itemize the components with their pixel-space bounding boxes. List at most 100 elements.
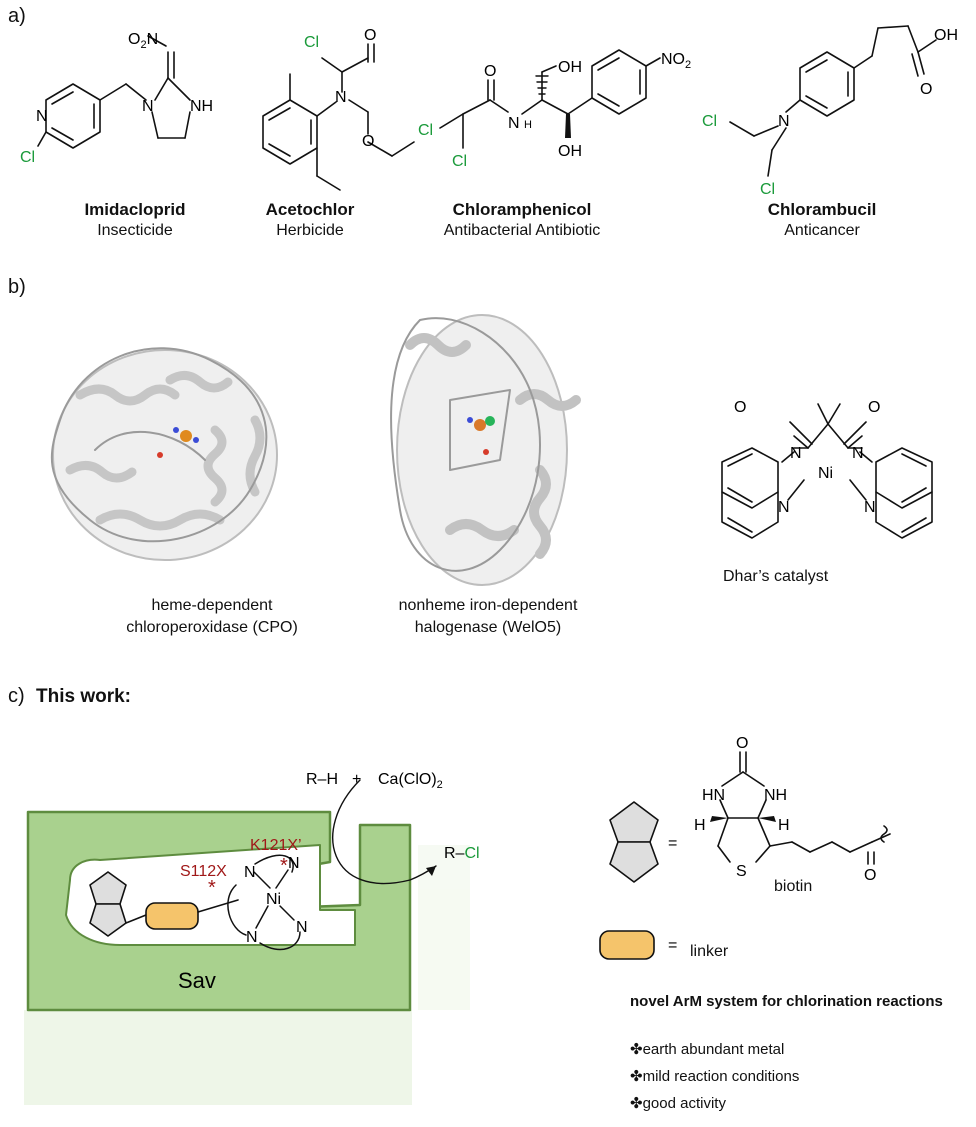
compound-use-chlorambucil: Anticancer: [784, 222, 860, 239]
wedge-oh-chlor: [565, 114, 571, 138]
enzyme-welo5-line2: halogenase (WelO5): [414, 619, 562, 636]
atom-n-dhar-4: N: [864, 499, 876, 516]
rcl-r: R–: [444, 845, 465, 862]
bullet-good-activity: ✤good activity: [630, 1095, 726, 1112]
biotin-label: biotin: [774, 878, 813, 895]
structure-chloramphenicol: [439, 49, 661, 149]
enzyme-caption-welo5: nonheme iron-dependent halogenase (WelO5…: [358, 595, 618, 639]
caclo-sub: 2: [437, 779, 443, 791]
atom-o-chlor: O: [484, 63, 496, 80]
atom-o-biotin-amide: O: [864, 867, 876, 884]
atom-n-chlor: N: [508, 115, 520, 132]
mutation-s112x: S112X: [180, 863, 227, 880]
biotin-legend-symbol: [609, 801, 659, 883]
enzyme-welo5-line1: nonheme iron-dependent: [398, 597, 578, 614]
linker-legend-symbol: [599, 930, 655, 960]
reaction-plus: +: [352, 771, 361, 788]
atom-ni-sav: Ni: [266, 891, 281, 908]
atom-oh-chlor-1: OH: [558, 59, 582, 76]
atom-o-dhar-1: O: [734, 399, 746, 416]
bullet-earth-abundant: ✤earth abundant metal: [630, 1041, 785, 1058]
sav-shadow-reflection: [24, 845, 470, 1105]
atom-cl-chlorambucil-1: Cl: [702, 113, 717, 130]
atom-nh-biotin: NH: [764, 787, 787, 804]
atom-oh-chlorambucil: OH: [934, 27, 958, 44]
no2-text: NO: [661, 51, 685, 68]
atom-o-biotin-carbonyl: O: [736, 735, 748, 752]
atom-n-sav-4: N: [296, 919, 308, 936]
atom-n-imid-1: N: [142, 98, 154, 115]
mutation-k121x: K121X’: [250, 837, 302, 854]
atom-hn-biotin: HN: [702, 787, 725, 804]
atom-o-acet-ether: O: [362, 133, 374, 150]
atom-n-sav-2: N: [288, 855, 300, 872]
compound-name-chlorambucil: Chlorambucil: [767, 200, 877, 219]
atom-cl-imid: Cl: [20, 149, 35, 166]
linker-bond-left: [125, 914, 147, 924]
atom-n-dhar-2: N: [852, 445, 864, 462]
atom-n-sav-3: N: [246, 929, 258, 946]
biotin-wedge-h-2: [758, 816, 776, 822]
atom-h-biotin-2: H: [778, 817, 790, 834]
atom-s-biotin: S: [736, 863, 747, 880]
catalyst-label: Dhar’s catalyst: [723, 568, 829, 585]
o2n-n: N: [147, 31, 159, 48]
compound-name-imidacloprid: Imidacloprid: [84, 200, 186, 219]
atom-o-acet-carbonyl: O: [364, 27, 376, 44]
enzyme-cpo-line1: heme-dependent: [151, 597, 273, 614]
compound-use-chloramphenicol: Antibacterial Antibiotic: [443, 222, 601, 239]
atom-n-dhar-3: N: [778, 499, 790, 516]
panel-label-c: c): [8, 685, 25, 707]
atom-h-biotin-1: H: [694, 817, 706, 834]
product-rcl: R–Cl: [444, 845, 480, 862]
reaction-arrow: [332, 779, 437, 885]
rcl-cl: Cl: [464, 845, 479, 862]
linker-cartoon: [145, 902, 199, 930]
linker-label: linker: [690, 943, 729, 960]
sav-label: Sav: [178, 968, 216, 993]
o2n-o: O: [128, 31, 140, 48]
enzyme-caption-cpo: heme-dependent chloroperoxidase (CPO): [82, 595, 342, 639]
atom-nh-imid: NH: [190, 98, 213, 115]
biotin-cartoon: [89, 871, 127, 937]
reactant-caclo2: Ca(ClO)2: [378, 771, 443, 791]
biotin-structure: [717, 751, 891, 865]
atom-n-chlorambucil: N: [778, 113, 790, 130]
binding-pocket: [65, 844, 356, 946]
compound-name-chloramphenicol: Chloramphenicol: [452, 200, 592, 219]
compound-use-acetochlor: Herbicide: [276, 222, 344, 239]
mutation-star-2: *: [280, 855, 288, 877]
o2n-sub: 2: [140, 39, 146, 51]
caclo-text: Ca(ClO): [378, 771, 437, 788]
compound-use-imidacloprid: Insecticide: [97, 222, 173, 239]
linker-bond-right: [197, 899, 239, 913]
no2-sub: 2: [685, 59, 691, 71]
atom-cl-chlor-1: Cl: [418, 122, 433, 139]
biotin-equals: =: [668, 835, 677, 852]
this-work-title: This work:: [36, 686, 132, 707]
hash-bond-chlor: [535, 75, 549, 95]
panel-label-b: b): [8, 276, 26, 298]
protein-welo5-structure: [390, 314, 581, 586]
reactant-rh: R–H: [306, 771, 338, 788]
structure-chlorambucil: [729, 25, 937, 177]
reaction-arrowhead: [426, 866, 436, 876]
bullet-mild-conditions: ✤mild reaction conditions: [630, 1068, 800, 1085]
atom-n-acet: N: [335, 89, 347, 106]
compound-name-acetochlor: Acetochlor: [265, 200, 355, 219]
atom-o2n-imid: O2N: [128, 31, 158, 51]
structure-dhar-catalyst: [721, 403, 933, 539]
atom-o-dhar-2: O: [868, 399, 880, 416]
atom-o-chlorambucil: O: [920, 81, 932, 98]
ni-complex-cartoon: [227, 854, 301, 951]
biotin-wedge-h-1: [710, 816, 728, 822]
atom-n-imid-ring: N: [36, 108, 48, 125]
linker-equals: =: [668, 937, 677, 954]
atom-cl-acet: Cl: [304, 34, 319, 51]
panel-label-a: a): [8, 5, 26, 27]
mutation-star-1: *: [208, 877, 216, 899]
atom-h-chlor: H: [524, 119, 532, 131]
structure-acetochlor: [262, 43, 415, 191]
atom-n-dhar-1: N: [790, 445, 802, 462]
